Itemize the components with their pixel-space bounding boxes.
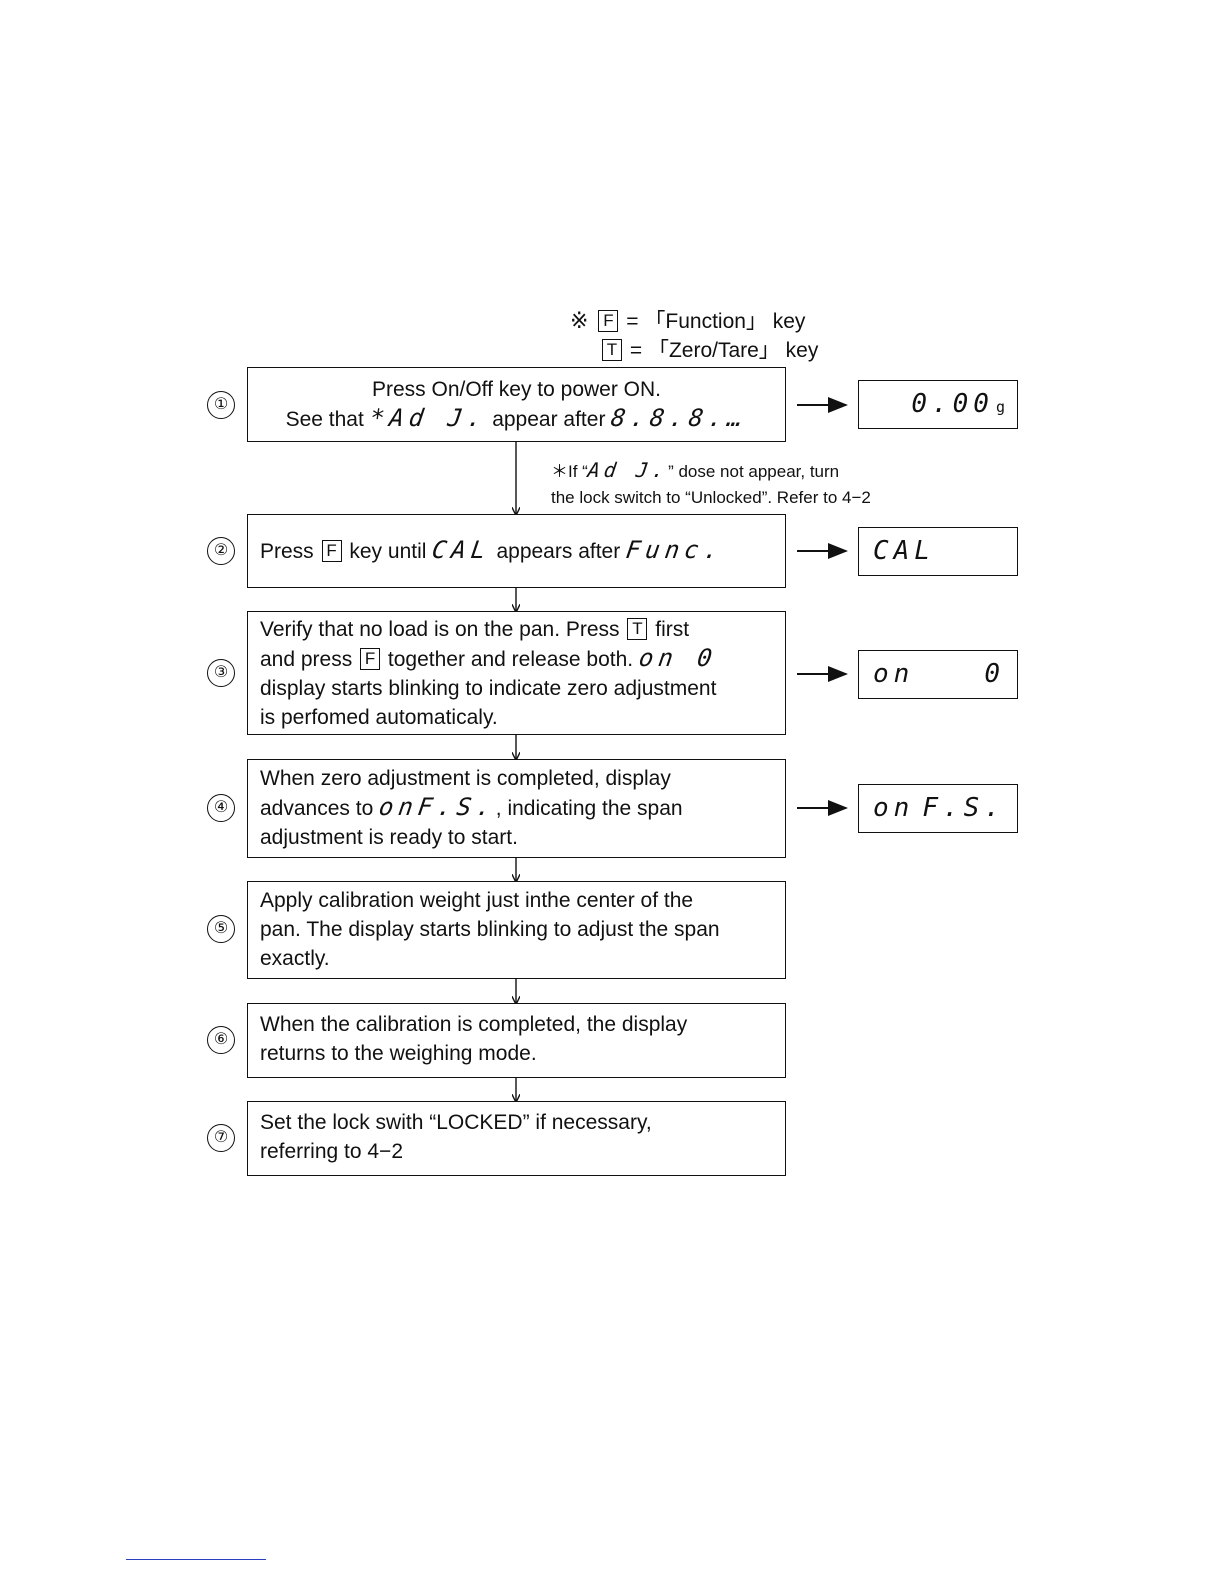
legend-function-key: ※ F = 「Function」 key <box>570 306 805 337</box>
step-box-4: When zero adjustment is completed, displ… <box>247 759 786 858</box>
step-7-line-2: referring to 4−2 <box>260 1140 404 1163</box>
legend-tare-key: T = 「Zero/Tare」 key <box>600 336 818 366</box>
display-3-right: 0 <box>984 659 1005 689</box>
display-panel-3: on 0 <box>858 650 1018 699</box>
f-key-icon: F <box>598 310 619 332</box>
step-box-5: Apply calibration weight just inthe cent… <box>247 881 786 979</box>
step-box-1: Press On/Off key to power ON. See that *… <box>247 367 786 442</box>
display-3-left: on <box>873 659 915 689</box>
step-5-line-3: exactly. <box>260 947 330 970</box>
step-4-line-1: When zero adjustment is completed, displ… <box>260 767 671 790</box>
step-number-3: ③ <box>207 659 235 687</box>
step-number-5: ⑤ <box>207 915 235 943</box>
step-6-line-1: When the calibration is completed, the d… <box>260 1013 688 1036</box>
display-panel-4: on F.S. <box>858 784 1018 833</box>
step-3-line-4: is perfomed automaticaly. <box>260 706 498 729</box>
step-box-6: When the calibration is completed, the d… <box>247 1003 786 1078</box>
segment-func: Func. <box>624 536 726 564</box>
step-number-7: ⑦ <box>207 1124 235 1152</box>
display-1-unit: g <box>995 398 1005 416</box>
segment-cal: CAL <box>430 536 493 564</box>
step-7-line-1: Set the lock swith “LOCKED” if necessary… <box>260 1111 652 1134</box>
step-5-line-2: pan. The display starts blinking to adju… <box>260 918 720 941</box>
note-line-2: the lock switch to “Unlocked”. Refer to … <box>551 488 871 507</box>
t-key-icon: T <box>602 339 622 361</box>
note-segment-adj: Ad J. <box>586 458 670 482</box>
step-6-line-2: returns to the weighing mode. <box>260 1042 537 1065</box>
step-3-line-3: display starts blinking to indicate zero… <box>260 677 717 700</box>
step-number-4: ④ <box>207 794 235 822</box>
display-2-value: CAL <box>873 536 935 566</box>
step-number-6: ⑥ <box>207 1026 235 1054</box>
legend-f-text: = 「Function」 key <box>626 310 806 333</box>
step-3-line-1: Verify that no load is on the pan. Press… <box>260 618 690 641</box>
t-key-icon: T <box>627 618 648 640</box>
segment-on-fs: onF.S. <box>377 793 498 821</box>
f-key-icon: F <box>360 648 381 670</box>
step-1-line-2: See that *Ad J. appear after 8.8.8.… <box>285 404 750 432</box>
segment-adj: *Ad J. <box>367 404 489 432</box>
step-box-2: Press F key until CAL appears after Func… <box>247 514 786 588</box>
step-4-line-2: advances to onF.S., indicating the span <box>260 793 683 821</box>
note-line-1: ＊If “Ad J.” dose not appear, turn <box>551 458 840 482</box>
f-key-icon: F <box>321 540 342 562</box>
step-1-line-1: Press On/Off key to power ON. <box>371 378 662 401</box>
legend-t-text: = 「Zero/Tare」 key <box>629 339 819 362</box>
step-4-line-3: adjustment is ready to start. <box>260 826 518 849</box>
segment-on-0: on 0 <box>637 644 719 672</box>
step-box-3: Verify that no load is on the pan. Press… <box>247 611 786 735</box>
adj-note: ＊If “Ad J.” dose not appear, turn the lo… <box>551 457 871 511</box>
display-panel-2: CAL <box>858 527 1018 576</box>
display-4-right: F.S. <box>922 793 1005 823</box>
step-box-7: Set the lock swith “LOCKED” if necessary… <box>247 1101 786 1176</box>
segment-888: 8.8.8.… <box>609 404 750 432</box>
step-number-1: ① <box>207 391 235 419</box>
display-4-left: on <box>873 793 915 823</box>
reference-mark: ※ <box>570 308 589 333</box>
step-number-2: ② <box>207 537 235 565</box>
step-5-line-1: Apply calibration weight just inthe cent… <box>260 889 694 912</box>
step-3-line-2: and press F together and release both. o… <box>260 644 719 672</box>
footnote-separator <box>126 1559 266 1560</box>
